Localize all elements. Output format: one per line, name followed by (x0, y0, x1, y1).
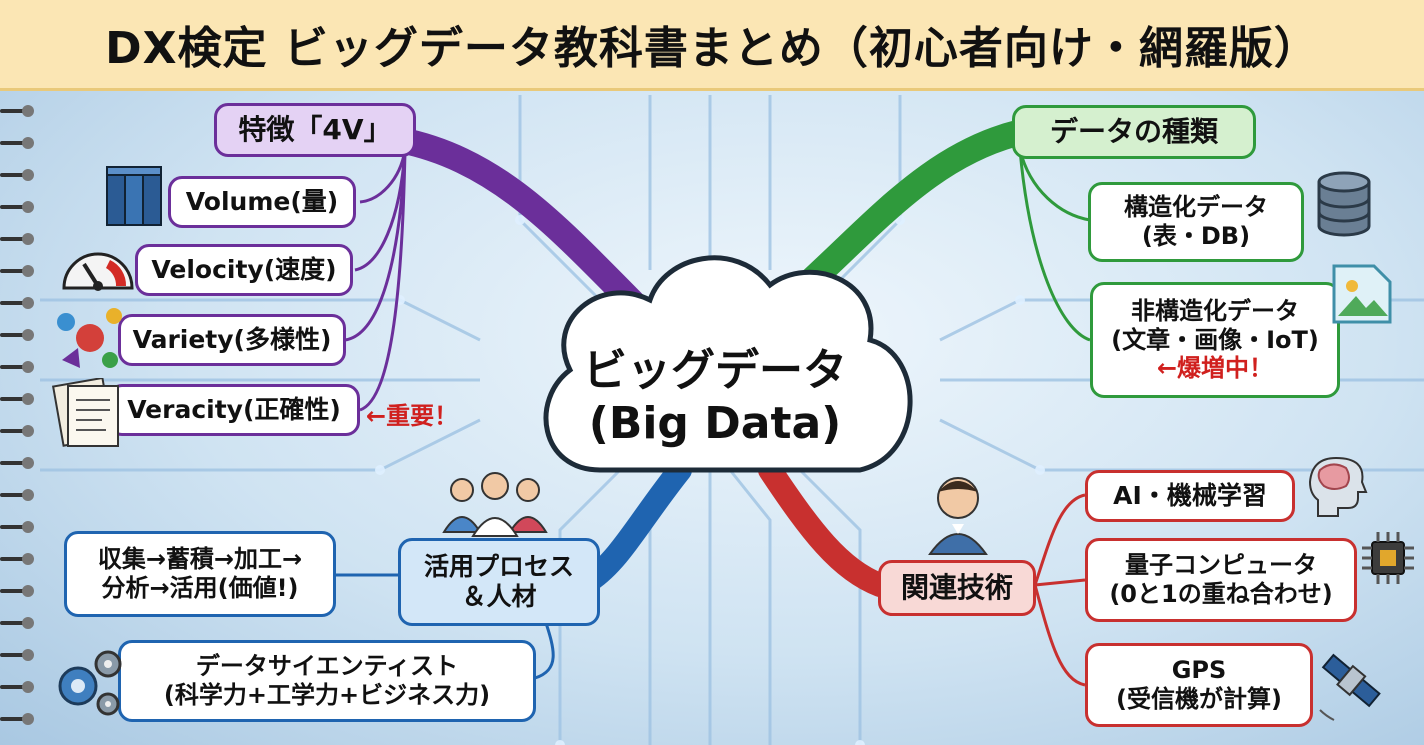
branch-process (335, 458, 692, 680)
branch-features (344, 127, 653, 412)
tech-gps: GPS (受信機が計算) (1085, 643, 1313, 727)
notebook-spiral (0, 95, 40, 745)
process-heading-line1: 活用プロセス (423, 552, 574, 581)
structured-data-box: 構造化データ (表・DB) (1088, 182, 1304, 262)
cloud-shape (543, 255, 913, 473)
center-subtitle: (Big Data) (588, 397, 842, 449)
tech-heading: 関連技術 (878, 560, 1036, 616)
process-heading-line2: ＆人材 (461, 582, 537, 611)
people-icon (442, 472, 548, 537)
structured-data-title: 構造化データ (1124, 193, 1268, 222)
person-icon (928, 477, 988, 555)
shapes-icon (57, 308, 122, 368)
veracity-note: ←重要！ (366, 402, 459, 430)
center-title: ビッグデータ (583, 345, 847, 396)
unstructured-data-box: 非構造化データ (文章・画像・IoT) ←爆増中！ (1090, 282, 1340, 398)
speedometer-icon (62, 252, 134, 291)
tech-gps-title: GPS (1171, 656, 1227, 685)
feature-volume: Volume(量) (168, 176, 356, 228)
tech-gps-desc: (受信機が計算) (1116, 685, 1282, 713)
books-icon (106, 166, 162, 226)
feature-velocity: Velocity(速度) (135, 244, 353, 296)
title-banner: DX検定 ビッグデータ教科書まとめ（初心者向け・網羅版） (0, 0, 1424, 91)
center-topic: ビッグデータ (Big Data) (560, 345, 870, 451)
unstructured-data-title: 非構造化データ (1131, 296, 1299, 325)
image-file-icon (1332, 264, 1392, 324)
page-title: DX検定 ビッグデータ教科書まとめ（初心者向け・網羅版） (105, 23, 1319, 74)
data-scientist-skills: (科学力+工学力+ビジネス力) (163, 681, 491, 709)
features-heading: 特徴「4V」 (214, 103, 416, 157)
data-scientist-box: データサイエンティスト (科学力+工学力+ビジネス力) (118, 640, 536, 722)
gears-icon (58, 650, 122, 716)
documents-icon (51, 378, 119, 447)
process-flow-line2: 分析→活用(価値!) (101, 574, 299, 602)
data-types-heading: データの種類 (1012, 105, 1256, 159)
tech-quantum: 量子コンピュータ (0と1の重ね合わせ) (1085, 538, 1357, 622)
satellite-icon (1319, 653, 1381, 721)
unstructured-note: ←爆増中！ (1156, 354, 1274, 383)
chip-icon (1362, 532, 1414, 584)
process-heading: 活用プロセス ＆人材 (398, 538, 600, 626)
structured-data-examples: (表・DB) (1141, 222, 1251, 250)
process-flow-line1: 収集→蓄積→加工→ (97, 545, 303, 574)
branch-tech (758, 458, 1086, 687)
brain-icon (1308, 456, 1368, 517)
feature-variety: Variety(多様性) (118, 314, 346, 366)
tech-ai: AI・機械学習 (1085, 470, 1295, 522)
feature-veracity: Veracity(正確性) (108, 384, 360, 436)
process-flow-box: 収集→蓄積→加工→ 分析→活用(価値!) (64, 531, 336, 617)
unstructured-data-examples: (文章・画像・IoT) (1111, 325, 1319, 354)
tech-quantum-title: 量子コンピュータ (1125, 551, 1317, 580)
data-scientist-title: データサイエンティスト (195, 652, 459, 681)
database-icon (1317, 171, 1371, 237)
tech-quantum-desc: (0と1の重ね合わせ) (1109, 580, 1333, 608)
